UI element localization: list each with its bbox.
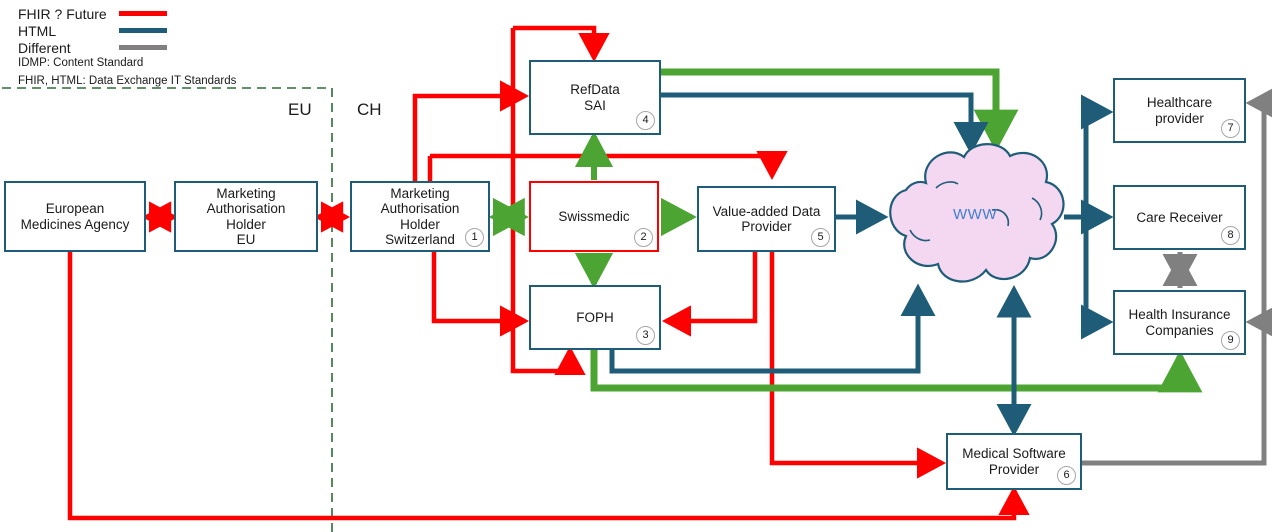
legend-item: FHIR ? Future <box>18 5 236 22</box>
legend-item: Different <box>18 39 236 56</box>
node-label: Medical Software Provider <box>962 446 1066 477</box>
edge-vadp-msp <box>769 252 947 479</box>
node-label: RefData SAI <box>570 82 620 113</box>
legend-note-fhir-html: FHIR, HTML: Data Exchange IT Standards <box>18 75 237 87</box>
edge-refdata-cloud-green <box>661 68 1019 152</box>
node-badge: 7 <box>1221 119 1240 138</box>
legend-html-label: HTML <box>18 22 57 39</box>
legend-note-idmp: IDMP: Content Standard <box>18 57 144 69</box>
node-swissmedic[interactable]: Swissmedic 2 <box>529 181 659 252</box>
edge-vadp-foph <box>661 252 758 337</box>
node-label: Health Insurance Companies <box>1128 307 1231 338</box>
node-european-medicines-agency[interactable]: European Medicines Agency <box>4 181 146 252</box>
edge-foph-health-insurance-green <box>590 350 1203 393</box>
node-health-insurance-companies[interactable]: Health Insurance Companies 9 <box>1113 290 1246 355</box>
legend: FHIR ? Future HTML Different IDMP: Conte… <box>18 5 237 88</box>
legend-different-label: Different <box>18 39 71 56</box>
node-badge: 4 <box>636 111 655 130</box>
node-healthcare-provider[interactable]: Healthcare provider 7 <box>1113 78 1246 143</box>
node-label: Healthcare provider <box>1146 95 1213 126</box>
node-label: FOPH <box>576 309 614 325</box>
edge-loop-into-refdata-top <box>513 25 610 63</box>
legend-different-swatch <box>119 45 167 50</box>
node-label: Swissmedic <box>558 208 630 224</box>
node-marketing-authorisation-holder-switzerland[interactable]: Marketing Authorisation Holder Switzerla… <box>350 181 490 252</box>
node-label: Value-added Data Provider <box>712 203 821 235</box>
node-badge: 2 <box>634 228 653 247</box>
edge-bus-into-vadp-top <box>430 150 788 181</box>
node-badge: 3 <box>636 326 655 345</box>
edge-foph-cloud-blue <box>609 283 936 374</box>
legend-fhir-future-label: FHIR ? Future <box>18 5 107 22</box>
node-foph[interactable]: FOPH 3 <box>529 285 661 350</box>
node-refdata-sai[interactable]: RefData SAI 4 <box>529 60 661 135</box>
edge-ema-bottom-msp <box>67 252 1030 521</box>
edge-mahch-refdata <box>412 80 530 181</box>
node-medical-software-provider[interactable]: Medical Software Provider 6 <box>946 433 1082 490</box>
region-label-eu: EU <box>288 100 312 119</box>
legend-fhir-future-swatch <box>119 11 167 16</box>
eu-ch-boundary-dashed <box>2 87 333 532</box>
edge-refdata-cloud-blue <box>661 92 989 155</box>
legend-item: HTML <box>18 22 236 39</box>
node-value-added-data-provider[interactable]: Value-added Data Provider 5 <box>697 186 836 252</box>
node-label: Marketing Authorisation Holder Switzerla… <box>380 185 460 248</box>
edge-msp-healthcare-provider-gray <box>1082 85 1272 466</box>
node-label: Marketing Authorisation Holder EU <box>206 185 286 248</box>
node-badge: 9 <box>1221 331 1240 350</box>
legend-html-swatch <box>119 28 167 33</box>
node-label: European Medicines Agency <box>20 201 130 232</box>
node-care-receiver[interactable]: Care Receiver 8 <box>1113 185 1246 250</box>
www-cloud-label: WWW <box>953 206 997 223</box>
node-badge: 8 <box>1221 226 1240 245</box>
edge-mahch-foph <box>431 252 530 337</box>
node-marketing-authorisation-holder-eu[interactable]: Marketing Authorisation Holder EU <box>174 181 318 252</box>
node-badge: 5 <box>811 228 830 247</box>
node-badge: 1 <box>465 228 484 247</box>
region-label-ch: CH <box>357 100 382 119</box>
node-badge: 6 <box>1057 466 1076 485</box>
node-label: Care Receiver <box>1136 209 1223 225</box>
